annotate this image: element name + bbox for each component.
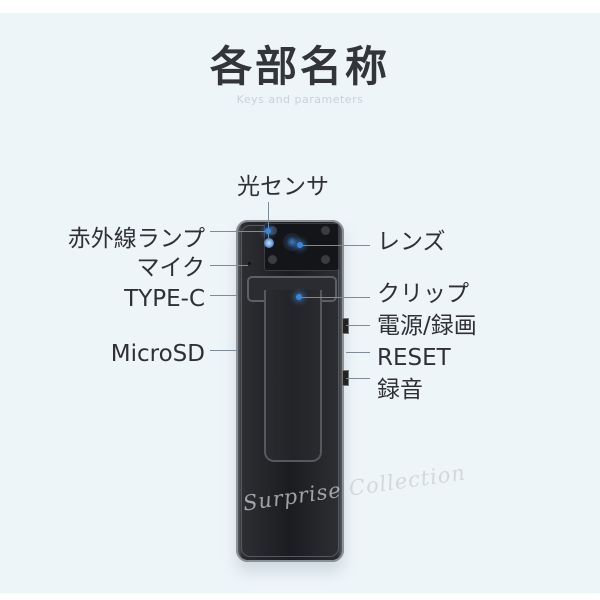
indicator-dot-icon <box>297 242 303 248</box>
callout-line-clip <box>299 297 370 298</box>
page-subtitle: Keys and parameters <box>236 93 364 106</box>
label-type-c: TYPE-C <box>124 286 205 312</box>
indicator-dot-icon <box>265 228 271 234</box>
page-title: 各部名称 <box>209 42 390 91</box>
callout-line-mic <box>210 265 248 266</box>
callout-line-typec <box>210 295 238 296</box>
callout-line-ir <box>210 231 270 232</box>
clip <box>264 290 322 462</box>
label-light-sensor: 光センサ <box>237 174 329 200</box>
mic-hole-icon <box>248 262 251 265</box>
callout-line-microsd <box>210 350 238 351</box>
callout-line-power <box>346 325 370 326</box>
label-ir-lamp: 赤外線ランプ <box>67 226 205 252</box>
ir-led-icon <box>268 226 277 235</box>
indicator-dot-icon <box>296 294 302 300</box>
ir-led-icon <box>321 226 330 235</box>
callout-line-reset <box>346 352 370 353</box>
callout-line-light-sensor <box>268 202 269 240</box>
label-lens: レンズ <box>377 229 446 255</box>
light-sensor-icon <box>264 238 274 248</box>
callout-line-audio <box>346 378 370 379</box>
label-clip: クリップ <box>377 281 469 307</box>
ir-led-icon <box>268 255 277 264</box>
label-mic: マイク <box>136 255 205 281</box>
power-record-button <box>342 318 349 334</box>
label-audio-record: 録音 <box>377 377 423 403</box>
camera-lens-icon <box>283 233 301 251</box>
ir-led-icon <box>321 255 330 264</box>
label-microsd: MicroSD <box>110 341 205 367</box>
label-power-record: 電源/録画 <box>377 313 477 339</box>
label-reset: RESET <box>377 345 451 371</box>
callout-line-lens <box>300 245 370 246</box>
